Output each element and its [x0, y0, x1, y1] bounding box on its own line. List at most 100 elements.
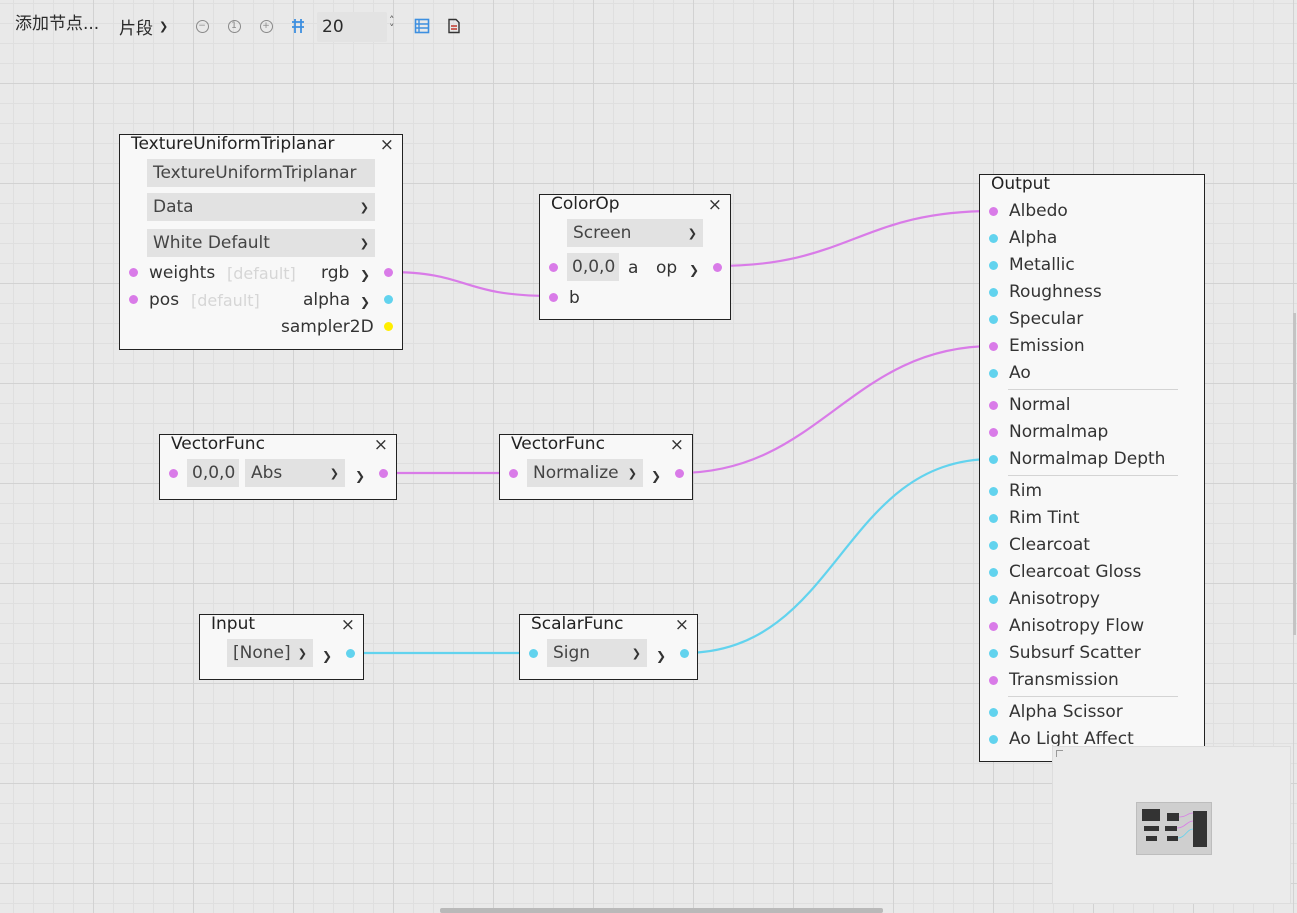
wire-op-to-albedo[interactable]	[716, 209, 994, 268]
close-icon[interactable]: ×	[707, 195, 722, 215]
shader-mode-select[interactable]: 片段 ❯	[113, 10, 177, 42]
port-label-weights: weights	[149, 263, 216, 283]
scalar-func-value: Sign	[553, 643, 591, 663]
input-port-alpha[interactable]	[989, 234, 998, 243]
close-icon[interactable]: ×	[373, 435, 388, 455]
wire-rgb-to-b[interactable]	[388, 270, 553, 298]
node-vector-func-abs[interactable]: VectorFunc × 0,0,0 Abs❯ ❯	[159, 434, 397, 500]
texture-type-value: Data	[153, 197, 194, 217]
node-scalar-func[interactable]: ScalarFunc × Sign❯ ❯	[519, 614, 698, 680]
node-vector-func-normalize[interactable]: VectorFunc × Normalize❯ ❯	[499, 434, 693, 500]
node-texture-uniform-triplanar[interactable]: TextureUniformTriplanar × TextureUniform…	[119, 134, 403, 350]
minimap[interactable]	[1052, 746, 1291, 904]
input-port-weights[interactable]	[129, 268, 138, 277]
output-port-input[interactable]	[346, 649, 355, 658]
wire-normalize-to-emission[interactable]	[678, 344, 994, 475]
expand-icon[interactable]: ❯	[360, 268, 371, 282]
zoom-out-icon[interactable]: −	[194, 18, 210, 34]
snap-grid-icon[interactable]	[290, 18, 306, 34]
close-icon[interactable]: ×	[379, 135, 394, 155]
arrange-icon[interactable]	[414, 18, 430, 34]
input-port-anisotropy[interactable]	[989, 595, 998, 604]
zoom-in-icon[interactable]: +	[258, 18, 274, 34]
output-port-vector[interactable]	[675, 469, 684, 478]
divider	[1008, 475, 1178, 476]
output-port-vector[interactable]	[379, 469, 388, 478]
port-label-albedo: Albedo	[1009, 201, 1068, 221]
node-color-op[interactable]: ColorOp × Screen❯ 0,0,0 a op ❯ b	[539, 194, 731, 320]
input-port-metallic[interactable]	[989, 261, 998, 270]
horizontal-scrollbar[interactable]	[440, 908, 883, 913]
node-title: TextureUniformTriplanar	[131, 134, 335, 154]
vector-value-input[interactable]: 0,0,0	[187, 459, 239, 487]
input-port-b[interactable]	[549, 293, 558, 302]
spin-arrows-icon[interactable]: ˄˅	[389, 14, 395, 35]
input-port-rim[interactable]	[989, 487, 998, 496]
expand-icon[interactable]: ❯	[651, 469, 662, 483]
input-port-transmission[interactable]	[989, 676, 998, 685]
shader-mode-value: 片段	[119, 18, 153, 39]
texture-type-select[interactable]: Data ❯	[147, 193, 375, 221]
input-port-scalar[interactable]	[529, 649, 538, 658]
node-input[interactable]: Input × [None]❯ ❯	[199, 614, 364, 680]
texture-default-select[interactable]: White Default❯	[147, 229, 375, 257]
input-port-albedo[interactable]	[989, 207, 998, 216]
input-port-clearcoat[interactable]	[989, 541, 998, 550]
port-label-normalmap-depth: Normalmap Depth	[1009, 449, 1166, 469]
input-port-subsurf-scatter[interactable]	[989, 649, 998, 658]
chevron-down-icon: ❯	[359, 200, 369, 214]
input-port-a[interactable]	[549, 263, 558, 272]
expand-icon[interactable]: ❯	[360, 295, 371, 309]
divider	[1008, 696, 1178, 697]
input-port-alpha-scissor[interactable]	[989, 708, 998, 717]
input-port-normalmap[interactable]	[989, 428, 998, 437]
port-label-emission: Emission	[1009, 336, 1085, 356]
input-port-specular[interactable]	[989, 315, 998, 324]
close-icon[interactable]: ×	[674, 615, 689, 635]
node-title: VectorFunc	[511, 434, 605, 454]
input-port-emission[interactable]	[989, 342, 998, 351]
expand-icon[interactable]: ❯	[656, 649, 667, 663]
uniform-name-input[interactable]: TextureUniformTriplanar	[147, 159, 375, 187]
wire-sign-to-normalmap-depth[interactable]	[683, 457, 994, 655]
input-port-pos[interactable]	[129, 295, 138, 304]
preview-icon[interactable]	[446, 18, 462, 34]
input-port-ao-light-affect[interactable]	[989, 735, 998, 744]
close-icon[interactable]: ×	[669, 435, 684, 455]
output-port-scalar[interactable]	[680, 649, 689, 658]
a-value-input[interactable]: 0,0,0	[567, 253, 619, 281]
output-port-alpha[interactable]	[384, 295, 393, 304]
input-port-ao[interactable]	[989, 369, 998, 378]
input-port-anisotropy-flow[interactable]	[989, 622, 998, 631]
minimap-viewport[interactable]	[1136, 802, 1212, 855]
zoom-reset-icon[interactable]: 1	[226, 18, 242, 34]
input-port-rim-tint[interactable]	[989, 514, 998, 523]
expand-icon[interactable]: ❯	[355, 469, 366, 483]
input-port-vector[interactable]	[509, 469, 518, 478]
add-node-button[interactable]: 添加节点...	[15, 14, 100, 34]
output-port-rgb[interactable]	[384, 268, 393, 277]
scalar-func-select[interactable]: Sign❯	[547, 639, 647, 667]
expand-icon[interactable]: ❯	[322, 649, 333, 663]
node-output[interactable]: Output Albedo Alpha Metallic Roughness S…	[979, 174, 1205, 762]
vector-func-select[interactable]: Normalize❯	[527, 459, 643, 487]
expand-icon[interactable]: ❯	[689, 263, 700, 277]
vector-value: 0,0,0	[192, 463, 236, 483]
node-title: VectorFunc	[171, 434, 265, 454]
input-port-vector[interactable]	[169, 469, 178, 478]
output-port-sampler2d[interactable]	[384, 322, 393, 331]
port-label-specular: Specular	[1009, 309, 1084, 329]
color-op-select[interactable]: Screen❯	[567, 219, 703, 247]
chevron-down-icon: ❯	[159, 19, 169, 33]
close-icon[interactable]: ×	[340, 615, 355, 635]
input-port-normalmap-depth[interactable]	[989, 455, 998, 464]
input-port-clearcoat-gloss[interactable]	[989, 568, 998, 577]
vertical-scrollbar[interactable]	[1293, 313, 1296, 635]
input-port-roughness[interactable]	[989, 288, 998, 297]
output-port-op[interactable]	[713, 263, 722, 272]
snap-distance-input[interactable]: 20	[317, 12, 387, 42]
vector-func-select[interactable]: Abs❯	[245, 459, 345, 487]
minimap-resize-handle[interactable]	[1056, 750, 1063, 757]
input-select[interactable]: [None]❯	[227, 639, 313, 667]
input-port-normal[interactable]	[989, 401, 998, 410]
